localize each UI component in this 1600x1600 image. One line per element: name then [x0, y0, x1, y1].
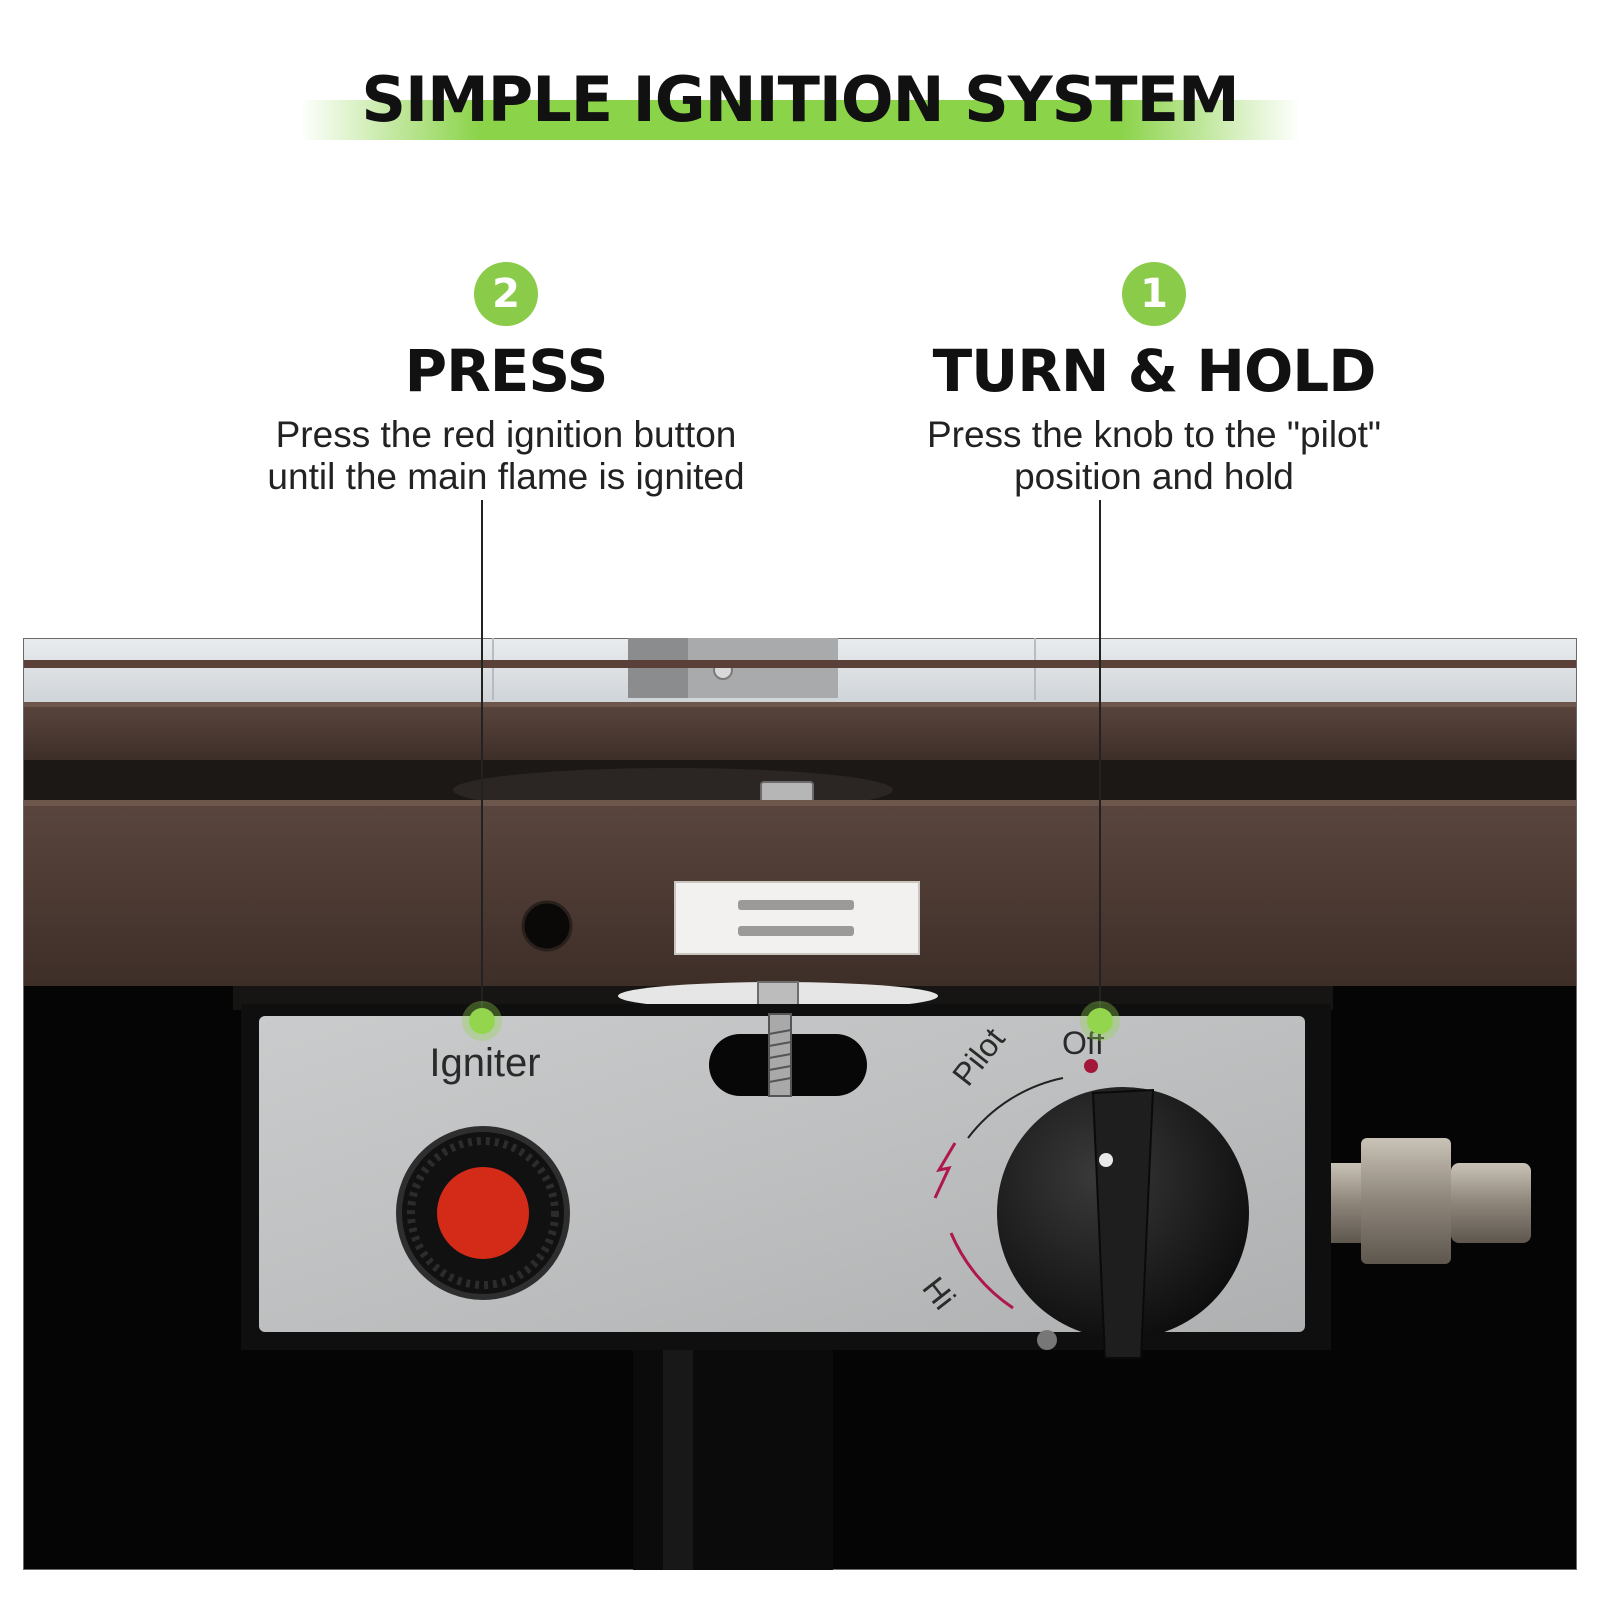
- gas-fitting: [1331, 1163, 1361, 1243]
- igniter-label: Igniter: [429, 1041, 540, 1085]
- step-description: Press the knob to the "pilot" position a…: [844, 414, 1464, 498]
- press-target-dot: [469, 1008, 495, 1034]
- step-number-badge: 1: [1122, 262, 1186, 326]
- turn-target-dot: [1087, 1008, 1113, 1034]
- heater-control-illustration: Igniter Off Pilot Hi: [23, 638, 1577, 1570]
- step-press: 2 PRESS Press the red ignition button un…: [196, 262, 816, 498]
- step-title: TURN & HOLD: [932, 337, 1377, 405]
- ignition-button[interactable]: [437, 1167, 529, 1259]
- knob-indicator-dot: [1099, 1153, 1113, 1167]
- page-title: SIMPLE IGNITION SYSTEM: [361, 63, 1239, 136]
- title-highlight: [300, 100, 1300, 140]
- press-leader-line: [481, 500, 483, 1020]
- step-description-line: until the main flame is ignited: [267, 456, 745, 497]
- heater-control-photo: Igniter Off Pilot Hi: [23, 638, 1577, 1570]
- step-description-line: Press the knob to the "pilot": [926, 414, 1382, 455]
- turn-leader-line: [1099, 500, 1101, 1020]
- step-description: Press the red ignition button until the …: [196, 414, 816, 498]
- off-marker-dot: [1084, 1059, 1098, 1073]
- step-turn-hold: 1 TURN & HOLD Press the knob to the "pil…: [844, 262, 1464, 498]
- step-description-line: Press the red ignition button: [275, 414, 737, 455]
- hex-nut-icon: [760, 781, 814, 803]
- step-title: PRESS: [404, 337, 609, 405]
- step-number-badge: 2: [474, 262, 538, 326]
- magnet-latch: [674, 881, 920, 955]
- frame-top-rail: [24, 702, 1576, 760]
- step-description-line: position and hold: [1014, 456, 1294, 497]
- frame-hole: [521, 900, 573, 952]
- header: SIMPLE IGNITION SYSTEM: [0, 58, 1600, 148]
- spark-icon: [933, 1142, 957, 1199]
